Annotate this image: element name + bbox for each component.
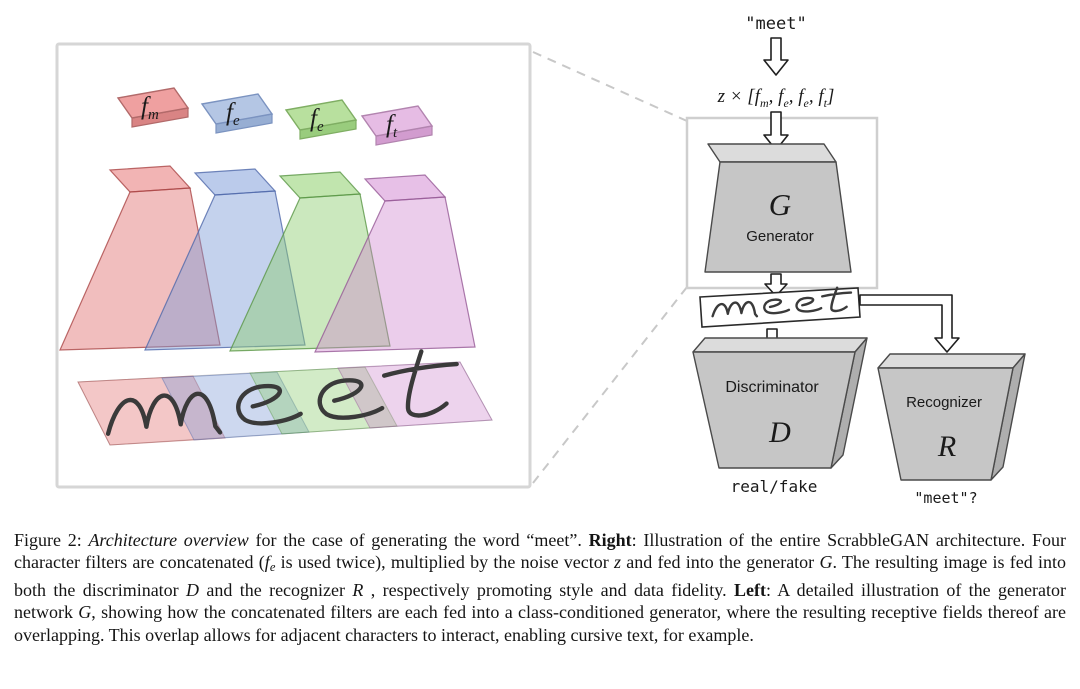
generated-word-image xyxy=(699,287,861,328)
discriminator-symbol: D xyxy=(768,416,791,449)
filter-tile-fe1-label: fe xyxy=(226,99,240,129)
generator-label: Generator xyxy=(746,228,814,245)
generator-detail-panel: fm fe fe ft xyxy=(55,42,532,489)
caption-segment: : A detailed illustration of the generat… xyxy=(14,579,1066,623)
recognizer-output-label: "meet"? xyxy=(914,489,977,507)
generator-symbol: G xyxy=(769,187,791,222)
caption-segment: D xyxy=(186,579,200,600)
left-panel-border xyxy=(55,42,532,489)
caption-segment: Figure 2: xyxy=(14,530,89,550)
caption-segment: : Illustration of the entire ScrabbleGAN… xyxy=(14,530,1066,573)
filter-tile-fe1-face xyxy=(200,93,274,125)
architecture-figure: fm fe fe ft xyxy=(55,14,1026,507)
recognizer-symbol: R xyxy=(937,430,956,463)
discriminator-label: Discriminator xyxy=(725,379,819,396)
generator-front-face xyxy=(704,161,852,273)
caption-segment: e xyxy=(269,560,276,575)
discriminator-top-face xyxy=(692,337,868,353)
discriminator-front-face xyxy=(692,351,856,469)
caption-segment: R xyxy=(352,579,364,600)
caption-segment: , showing how the concatenated filters a… xyxy=(14,602,1067,645)
filter-tile-fe2-face xyxy=(284,99,358,131)
prism-blue-front xyxy=(144,190,306,351)
filter-tile-fe2: fe xyxy=(284,99,358,140)
caption-segment: and the recognizer xyxy=(199,579,353,600)
caption-segment: Architecture overview xyxy=(88,530,249,550)
zoom-guide-line-top xyxy=(532,51,688,122)
flow-arrow-image-to-recognizer xyxy=(859,294,960,353)
filter-tile-ft-label: ft xyxy=(386,111,398,141)
filter-tile-fm-label: fm xyxy=(141,93,159,123)
receptive-field-prism-green xyxy=(229,171,391,352)
caption-segment: for the case of generating the word “mee… xyxy=(248,530,589,550)
receptive-field-prism-pink xyxy=(314,174,476,353)
recognizer-front-face xyxy=(877,367,1014,481)
input-word-label: "meet" xyxy=(745,14,806,34)
recognizer-label: Recognizer xyxy=(906,394,982,411)
caption-segment: , respectively promoting style and data … xyxy=(363,579,734,600)
discriminator-output-label: real/fake xyxy=(731,477,818,496)
caption-segment: . The resulting image is fed into both t… xyxy=(14,552,1067,600)
prism-pink-top xyxy=(363,174,447,202)
scrabblegan-pipeline: "meet" z × [fm, fe, fe, ft] G Generator … xyxy=(685,14,1026,507)
caption-segment: Right xyxy=(588,530,632,550)
generator-top-face xyxy=(707,143,837,163)
word-image-slip xyxy=(699,287,861,328)
caption-segment: f xyxy=(264,552,270,573)
flow-arrow-noise-to-generator xyxy=(763,111,789,151)
filter-tile-fe2-label: fe xyxy=(310,105,324,135)
prism-green-top xyxy=(278,171,362,199)
handwritten-word-large xyxy=(104,349,460,440)
filter-tile-ft: ft xyxy=(360,105,434,146)
filter-tile-ft-face xyxy=(360,105,434,137)
prism-red-top xyxy=(108,165,192,193)
receptive-field-prism-blue xyxy=(144,168,306,351)
recognizer-block: Recognizer R xyxy=(877,353,1026,481)
caption-segment: is used twice), multiplied by the noise … xyxy=(275,552,615,573)
prism-red-front xyxy=(59,187,221,351)
discriminator-block: Discriminator D xyxy=(692,337,868,469)
filter-tile-fm: fm xyxy=(116,87,190,128)
filter-tile-fm-face xyxy=(116,87,190,119)
caption-segment: and fed into the generator xyxy=(621,552,820,573)
caption-segment: Left xyxy=(733,579,766,600)
noise-vector-expression: z × [fm, fe, fe, ft] xyxy=(717,86,835,110)
prism-green-front xyxy=(229,193,391,352)
output-strip xyxy=(77,349,493,446)
prism-blue-top xyxy=(193,168,277,196)
caption-segment: G xyxy=(819,552,833,573)
prism-pink-front xyxy=(314,196,476,353)
filter-tile-fe1: fe xyxy=(200,93,274,134)
receptive-field-prism-red xyxy=(59,165,221,351)
handwritten-word-small xyxy=(711,287,851,318)
recognizer-top-face xyxy=(877,353,1026,369)
caption-segment: z xyxy=(614,552,622,573)
caption-segment: G xyxy=(78,602,92,623)
zoom-guide-line-bottom xyxy=(532,286,688,484)
figure-caption: Figure 2: Architecture overview for the … xyxy=(14,529,1066,646)
flow-arrow-input-to-noise xyxy=(763,37,789,76)
flow-arrow-generator-to-image xyxy=(764,273,788,297)
generator-block: G Generator xyxy=(704,143,852,273)
